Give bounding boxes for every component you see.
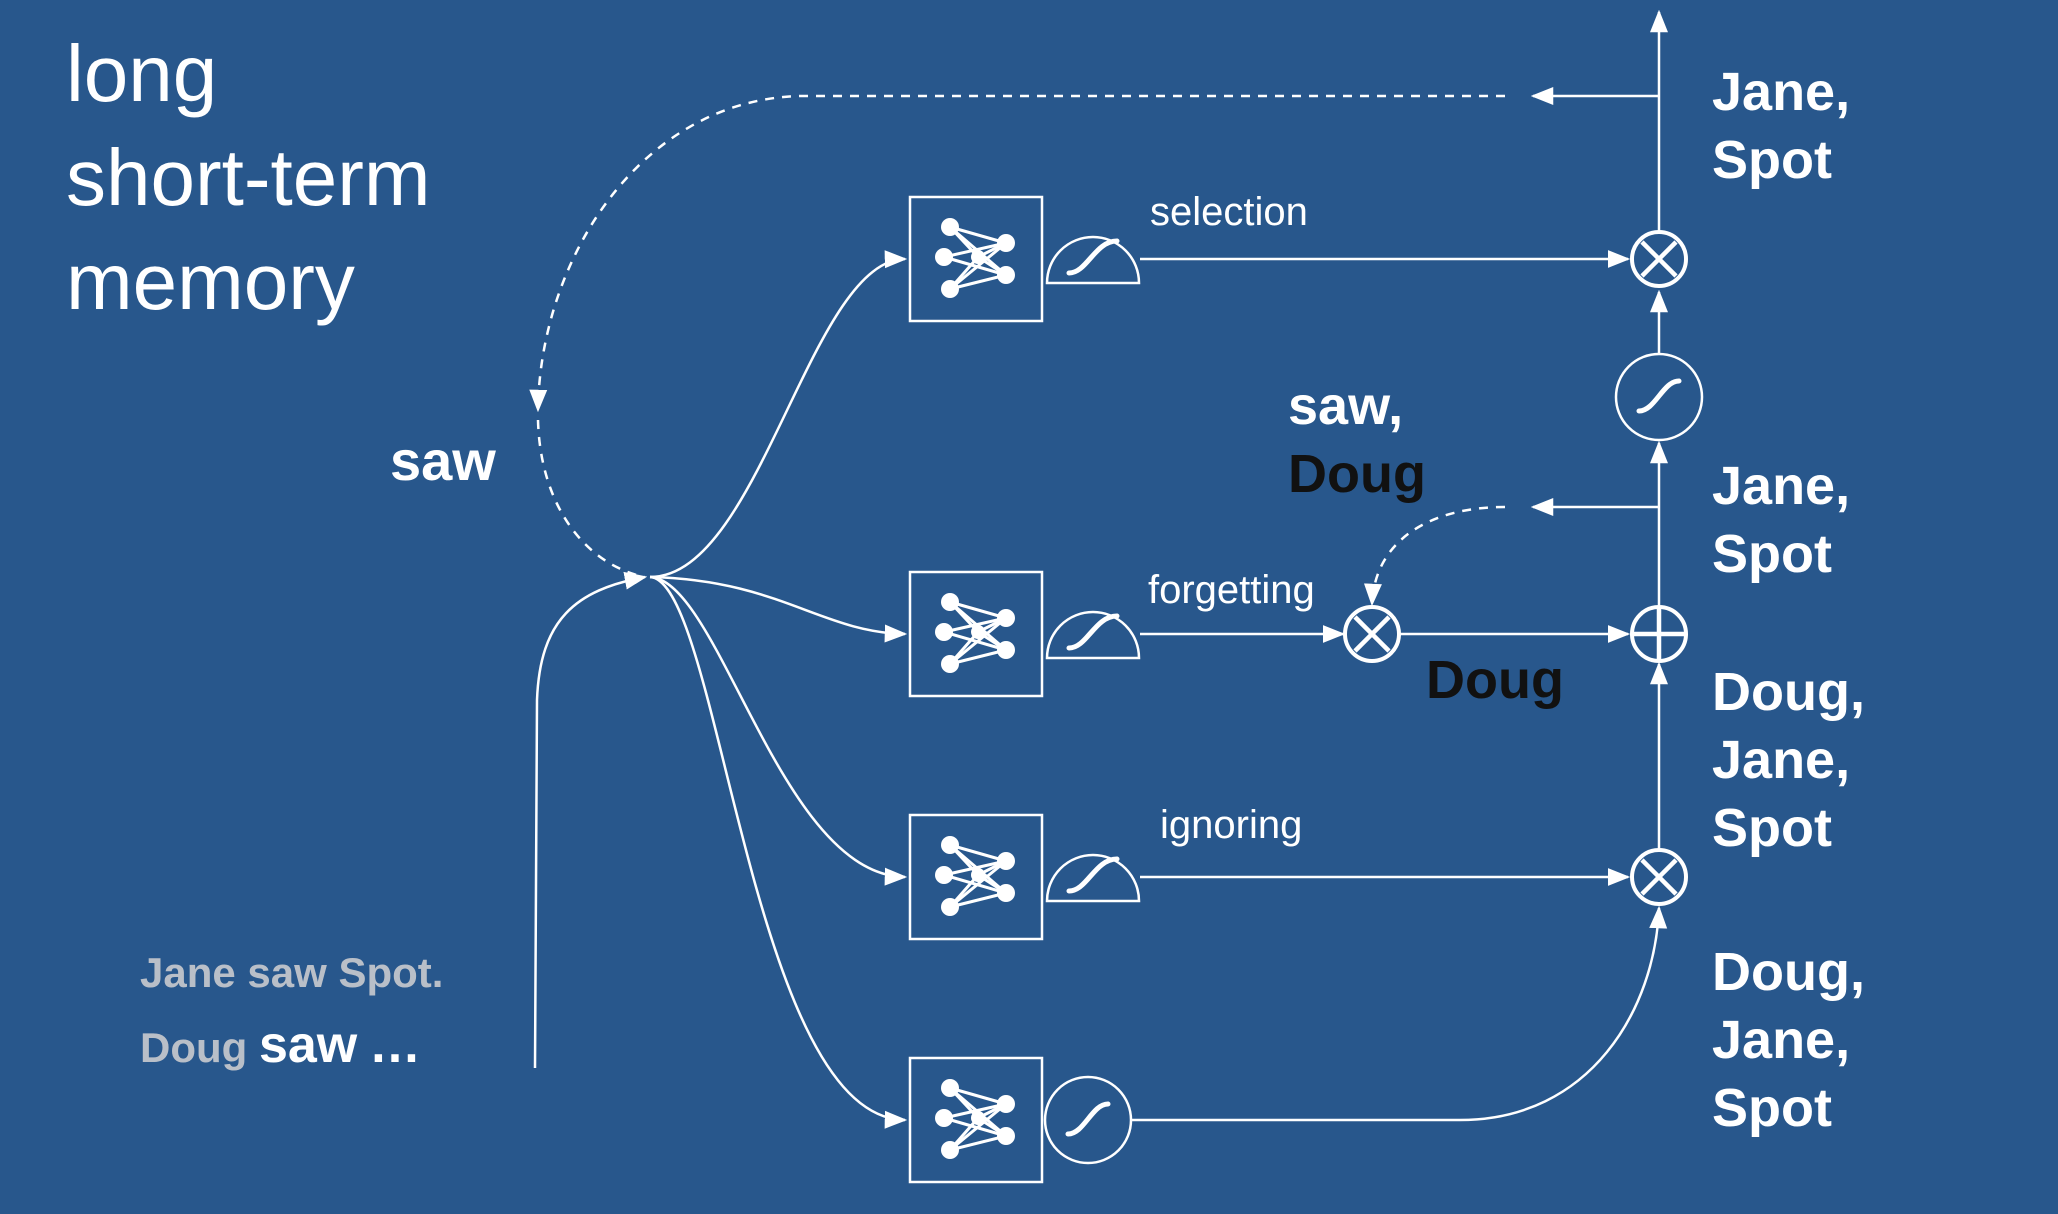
squash-function-icon	[1616, 354, 1702, 440]
neural-network-icon	[908, 195, 1044, 323]
memory-label-bottom: Doug, Jane, Spot	[1712, 938, 1865, 1142]
memory-label-sum: Doug, Jane, Spot	[1712, 658, 1865, 862]
squash-function-icon	[1047, 612, 1139, 658]
example-sentence: Jane saw Spot. Doug saw …	[140, 940, 443, 1086]
memory-word: Spot	[1712, 1078, 1832, 1139]
memory-label-top: Jane, Spot	[1712, 58, 1850, 194]
squash-function-icon	[1045, 1077, 1131, 1163]
sentence-line-2: Doug saw …	[140, 1005, 443, 1086]
forget-path-label: Doug	[1426, 650, 1564, 710]
sentence-ellipsis: …	[368, 1016, 421, 1075]
add-icon	[1632, 607, 1686, 661]
sentence-line-1: Jane saw Spot.	[140, 949, 444, 996]
branch-forgetting	[649, 575, 908, 643]
title-line: memory	[66, 237, 355, 326]
slide-title: long short-term memory	[66, 22, 431, 334]
multiply-icon	[1345, 607, 1399, 661]
branch-prediction	[649, 575, 908, 1129]
sentence-current-word: saw	[258, 1016, 358, 1075]
gate-label-ignoring: ignoring	[1160, 803, 1303, 847]
title-line: long	[66, 29, 218, 118]
memory-word: Jane,	[1712, 456, 1851, 516]
memory-word: Jane,	[1712, 730, 1851, 791]
memory-word: Jane,	[1712, 1010, 1851, 1071]
neural-network-icon	[908, 813, 1044, 941]
neural-network-icon	[908, 570, 1044, 698]
squash-function-icon	[1047, 855, 1139, 901]
neural-network-icon	[908, 1056, 1044, 1184]
memory-dashed-line	[1363, 505, 1506, 607]
title-line: short-term	[66, 133, 431, 222]
memory-word: Doug,	[1712, 662, 1865, 722]
memory-label-middle: Jane, Spot	[1712, 452, 1850, 588]
squash-function-icon	[1047, 237, 1139, 283]
prediction-line: Doug	[1288, 444, 1426, 505]
memory-word: Spot	[1712, 524, 1832, 585]
gate-label-forgetting: forgetting	[1148, 568, 1315, 612]
input-line	[533, 571, 648, 1069]
recurrent-dashed-line-lower	[536, 419, 641, 578]
recurrent-dashed-line	[529, 94, 1505, 413]
memory-word: Spot	[1712, 130, 1832, 191]
prediction-line: saw,	[1288, 376, 1404, 436]
prediction-label: saw, Doug	[1288, 372, 1426, 508]
memory-word: Doug,	[1712, 942, 1865, 1002]
multiply-icon	[1632, 850, 1686, 904]
input-word: saw	[390, 429, 496, 492]
multiply-icon	[1632, 232, 1686, 286]
memory-word: Jane,	[1712, 62, 1851, 122]
sentence-prefix: Doug	[140, 1024, 248, 1072]
gate-label-selection: selection	[1150, 190, 1308, 234]
prediction-line	[1132, 905, 1668, 1122]
branch-selection	[649, 250, 908, 579]
memory-word: Spot	[1712, 798, 1832, 859]
branch-ignoring	[649, 575, 908, 886]
